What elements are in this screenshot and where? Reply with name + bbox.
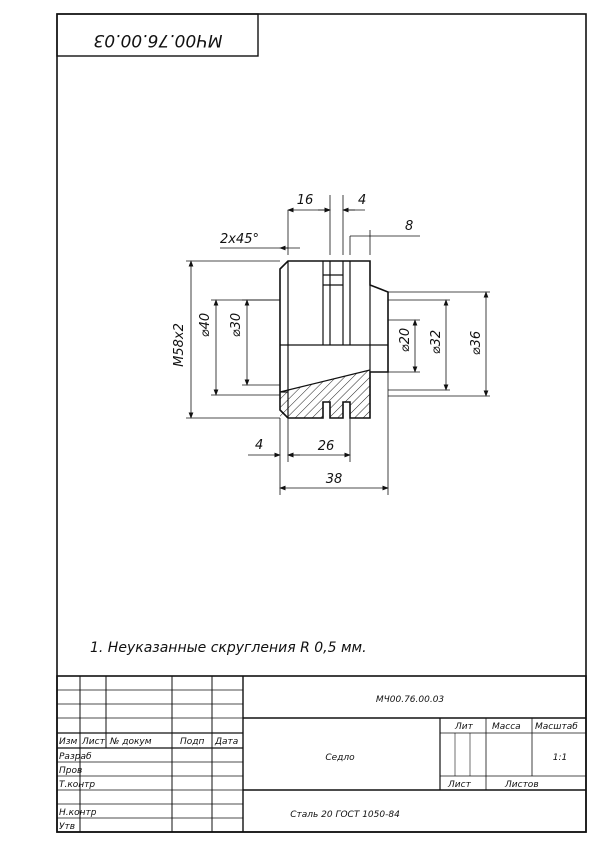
dim-4-bottom: 4 [255,438,263,453]
dim-chamfer: 2х45° [220,232,259,247]
drawing-number-rotated: МЧ00.76.00.03 [93,30,222,50]
dim-dia32: ⌀32 [429,330,444,354]
dim-38: 38 [326,472,343,487]
tb-hdr-massa: Масса [492,722,521,732]
dim-dia30: ⌀30 [229,313,244,337]
tb-col-list: Лист [81,737,106,747]
tb-hdr-listov: Листов [504,780,539,790]
dim-dia40: ⌀40 [198,313,213,337]
drawing-frame [56,13,587,833]
dim-dia20: ⌀20 [398,328,413,352]
tb-col-date: Дата [214,737,238,747]
tb-row-nkontr: Н.контр [59,808,97,818]
dim-thread: М58х2 [172,323,187,367]
tb-material: Сталь 20 ГОСТ 1050-84 [290,810,400,820]
tb-part-name: Седло [325,753,355,763]
tb-scale: 1:1 [553,753,567,763]
dim-dia36: ⌀36 [469,331,484,355]
dimensions: 16 4 8 2х45° М58х2 ⌀40 ⌀30 [172,193,490,495]
tb-drawing-number: МЧ00.76.00.03 [376,695,445,705]
top-number-box: МЧ00.76.00.03 [56,13,259,57]
dim-4-top: 4 [358,193,366,208]
tb-hdr-masshtab: Масштаб [535,722,578,732]
dim-16: 16 [297,193,314,208]
tb-hdr-lit: Лит [454,722,474,732]
tb-hdr-list: Лист [447,780,472,790]
tb-col-izm: Изм [59,737,78,747]
tb-row-prov: Пров [59,766,82,776]
dim-26: 26 [318,439,335,454]
section-hatching [280,370,370,418]
dim-8: 8 [405,219,413,234]
technical-note: 1. Неуказанные скругления R 0,5 мм. [90,640,367,656]
title-block [56,675,587,833]
tb-row-razrab: Разраб [59,752,92,762]
tb-row-tkontr: Т.контр [59,780,95,790]
part-section-view [279,260,389,419]
tb-col-sign: Подп [180,737,204,747]
tb-col-doc: № докум [109,737,152,747]
tb-row-utv: Утв [59,822,75,832]
